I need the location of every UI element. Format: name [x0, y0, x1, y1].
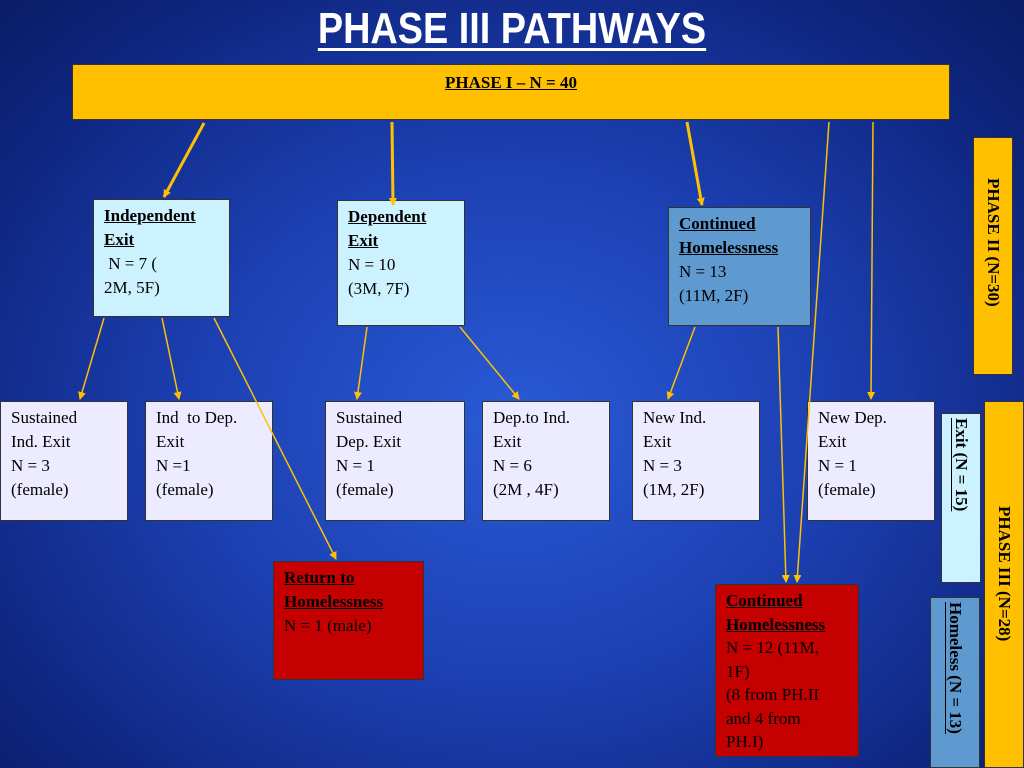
arrow-continued-to-continued3 — [777, 326, 790, 583]
box-line: New Ind. — [643, 408, 707, 427]
dependent-exit-box: Dependent Exit N = 10 (3M, 7F) — [337, 200, 465, 326]
arrow-phase1-to-continued — [685, 121, 705, 206]
box-line: N =1 — [156, 456, 191, 475]
box-title: Continued — [726, 591, 803, 610]
continued-homelessness-phase2-box: Continued Homelessness N = 13 (11M, 2F) — [668, 207, 811, 326]
box-title: Continued — [679, 214, 756, 233]
box-title: Return to — [284, 568, 355, 587]
box-title: Exit — [104, 230, 135, 249]
box-line: Exit — [818, 432, 847, 451]
box-title: Homelessness — [726, 614, 826, 634]
box-line: (11M, 2F) — [679, 286, 749, 305]
box-title: Independent — [104, 206, 196, 225]
box-line: (female) — [336, 480, 394, 499]
ind-to-dep-exit-box: Ind to Dep. Exit N =1 (female) — [145, 401, 273, 521]
exit-label-box: Exit (N = 15) — [941, 413, 981, 583]
box-line: (female) — [156, 480, 214, 499]
box-line: Ind. Exit — [11, 432, 71, 451]
box-line: N = 12 (11M, — [726, 638, 820, 657]
box-title: Homelessness — [284, 592, 384, 611]
box-line: (female) — [818, 480, 876, 499]
phase2-label: PHASE II (N=30) — [984, 178, 1003, 307]
box-line: 2M, 5F) — [104, 278, 160, 297]
phase1-box: PHASE I – N = 40 — [72, 64, 950, 120]
return-to-homelessness-box: Return to Homelessness N = 1 (male) — [273, 561, 424, 680]
arrow-phase1-to-continued3 — [793, 121, 830, 583]
box-line: Dep.to Ind. — [493, 408, 570, 427]
homeless-label: Homeless (N = 13) — [946, 602, 965, 734]
sustained-dep-exit-box: Sustained Dep. Exit N = 1 (female) — [325, 401, 465, 521]
arrow-phase1-to-dependent — [388, 121, 397, 206]
independent-exit-box: Independent Exit N = 7 ( 2M, 5F) — [93, 199, 230, 317]
arrow-independent-to-return — [213, 317, 337, 560]
arrow-independent-to-sustained-ind — [78, 317, 105, 400]
box-line: Exit — [156, 432, 185, 451]
page-title: PHASE III PATHWAYS — [317, 4, 707, 53]
arrow-independent-to-ind-to-dep — [161, 317, 182, 400]
box-title: Exit — [348, 231, 379, 250]
box-line: Dep. Exit — [336, 432, 402, 451]
box-line: Sustained — [11, 408, 78, 427]
new-dep-exit-box: New Dep. Exit N = 1 (female) — [807, 401, 935, 521]
arrow-dependent-to-dep-to-ind — [459, 326, 520, 400]
new-ind-exit-box: New Ind. Exit N = 3 (1M, 2F) — [632, 401, 760, 521]
continued-homelessness-phase3-box: Continued Homelessness N = 12 (11M, 1F) … — [715, 584, 859, 757]
box-line: N = 10 — [348, 255, 396, 274]
arrow-phase1-to-independent — [162, 122, 206, 198]
box-line: N = 7 ( — [104, 254, 158, 273]
arrow-phase1-to-new-dep — [867, 121, 876, 400]
dep-to-ind-exit-box: Dep.to Ind. Exit N = 6 (2M , 4F) — [482, 401, 610, 521]
box-line: (2M , 4F) — [493, 480, 559, 499]
box-line: (1M, 2F) — [643, 480, 705, 499]
box-line: (female) — [11, 480, 69, 499]
box-line: Exit — [643, 432, 672, 451]
arrow-dependent-to-sustained-dep — [354, 326, 368, 400]
box-title: Homelessness — [679, 238, 779, 257]
box-line: and 4 from — [726, 708, 801, 728]
exit-label: Exit (N = 15) — [952, 418, 971, 512]
box-title: Dependent — [348, 207, 427, 226]
box-line: (8 from PH.II — [726, 685, 820, 704]
box-line: Sustained — [336, 408, 403, 427]
box-line: N = 1 — [336, 456, 375, 475]
box-line: 1F) — [726, 661, 750, 681]
arrow-continued-to-new-ind — [666, 326, 696, 400]
sustained-ind-exit-box: Sustained Ind. Exit N = 3 (female) — [0, 401, 128, 521]
phase3-label: PHASE III (N=28) — [995, 506, 1014, 642]
box-line: Ind to Dep. — [156, 408, 238, 427]
phase1-label: PHASE I – N = 40 — [444, 73, 577, 92]
phase2-label-box: PHASE II (N=30) — [973, 137, 1013, 375]
box-line: N = 1 (male) — [284, 616, 372, 635]
box-line: New Dep. — [818, 408, 887, 427]
box-line: PH.I) — [726, 732, 764, 751]
box-line: N = 3 — [643, 456, 682, 475]
box-line: N = 6 — [493, 456, 532, 475]
box-line: N = 1 — [818, 456, 857, 475]
box-line: Exit — [493, 432, 522, 451]
box-line: N = 13 — [679, 262, 727, 281]
box-line: N = 3 — [11, 456, 50, 475]
phase3-label-box: PHASE III (N=28) — [984, 401, 1024, 768]
box-line: (3M, 7F) — [348, 279, 410, 298]
homeless-label-box: Homeless (N = 13) — [930, 597, 980, 768]
